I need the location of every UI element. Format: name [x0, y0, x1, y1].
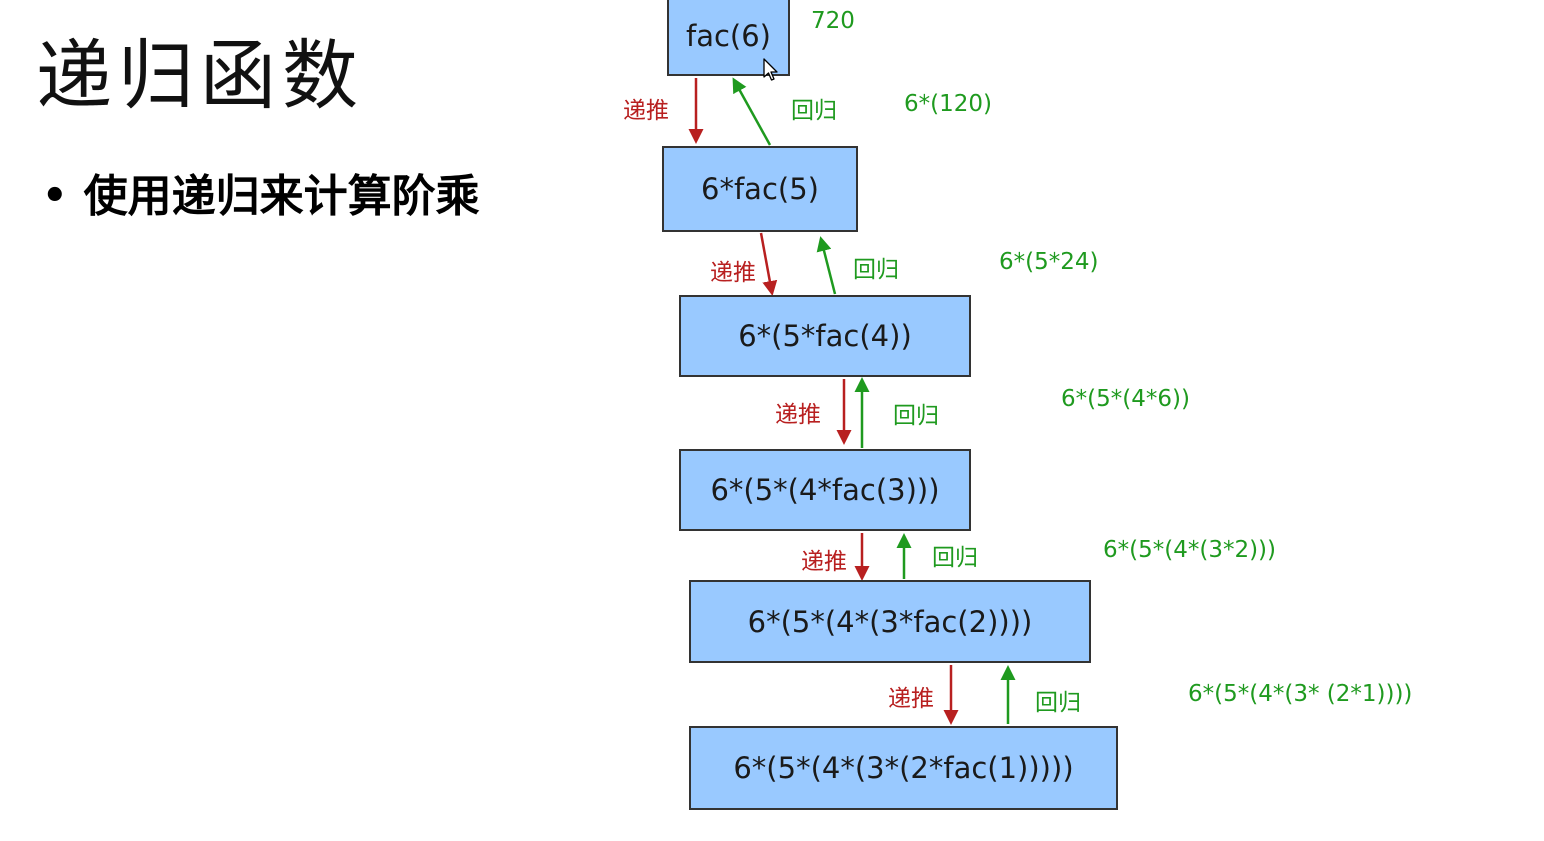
- recurse-label-4: 递推: [801, 549, 847, 575]
- call-box-fac5: 6*fac(5): [662, 146, 858, 232]
- return-arrow-1: [732, 77, 772, 146]
- result-value-fac1: 6*(5*(4*(3* (2*1)))): [1188, 681, 1413, 707]
- call-box-fac6: fac(6): [667, 0, 790, 76]
- result-value-fac2: 6*(5*(4*(3*2))): [1103, 537, 1277, 563]
- recurse-label-3: 递推: [775, 402, 821, 428]
- recurse-label-2: 递推: [710, 260, 756, 286]
- result-value-fac3: 6*(5*(4*6)): [1061, 386, 1190, 412]
- return-label-2: 回归: [853, 257, 899, 283]
- result-value-fac4: 6*(5*24): [999, 249, 1099, 275]
- bullet-marker: •: [42, 173, 68, 219]
- call-box-fac4: 6*(5*fac(4)): [679, 295, 971, 377]
- return-arrow-2: [816, 236, 837, 295]
- bullet-text: 使用递归来计算阶乘: [83, 171, 480, 222]
- return-label-5: 回归: [1035, 690, 1081, 716]
- return-label-1: 回归: [791, 98, 837, 124]
- recurse-label-1: 递推: [623, 98, 669, 124]
- call-box-fac1: 6*(5*(4*(3*(2*fac(1))))): [689, 726, 1118, 810]
- return-label-4: 回归: [932, 545, 978, 571]
- result-value-fac6: 720: [811, 8, 855, 34]
- return-label-3: 回归: [893, 403, 939, 429]
- mouse-pointer-icon: [763, 58, 778, 81]
- slide-title: 递归函数: [36, 31, 364, 120]
- recurse-arrow-2: [759, 232, 778, 296]
- call-box-fac2: 6*(5*(4*(3*fac(2)))): [689, 580, 1091, 663]
- result-value-fac5: 6*(120): [904, 91, 992, 117]
- call-box-fac3: 6*(5*(4*fac(3))): [679, 449, 971, 531]
- bullet-point: • 使用递归来计算阶乘: [42, 160, 480, 224]
- recurse-label-5: 递推: [888, 686, 934, 712]
